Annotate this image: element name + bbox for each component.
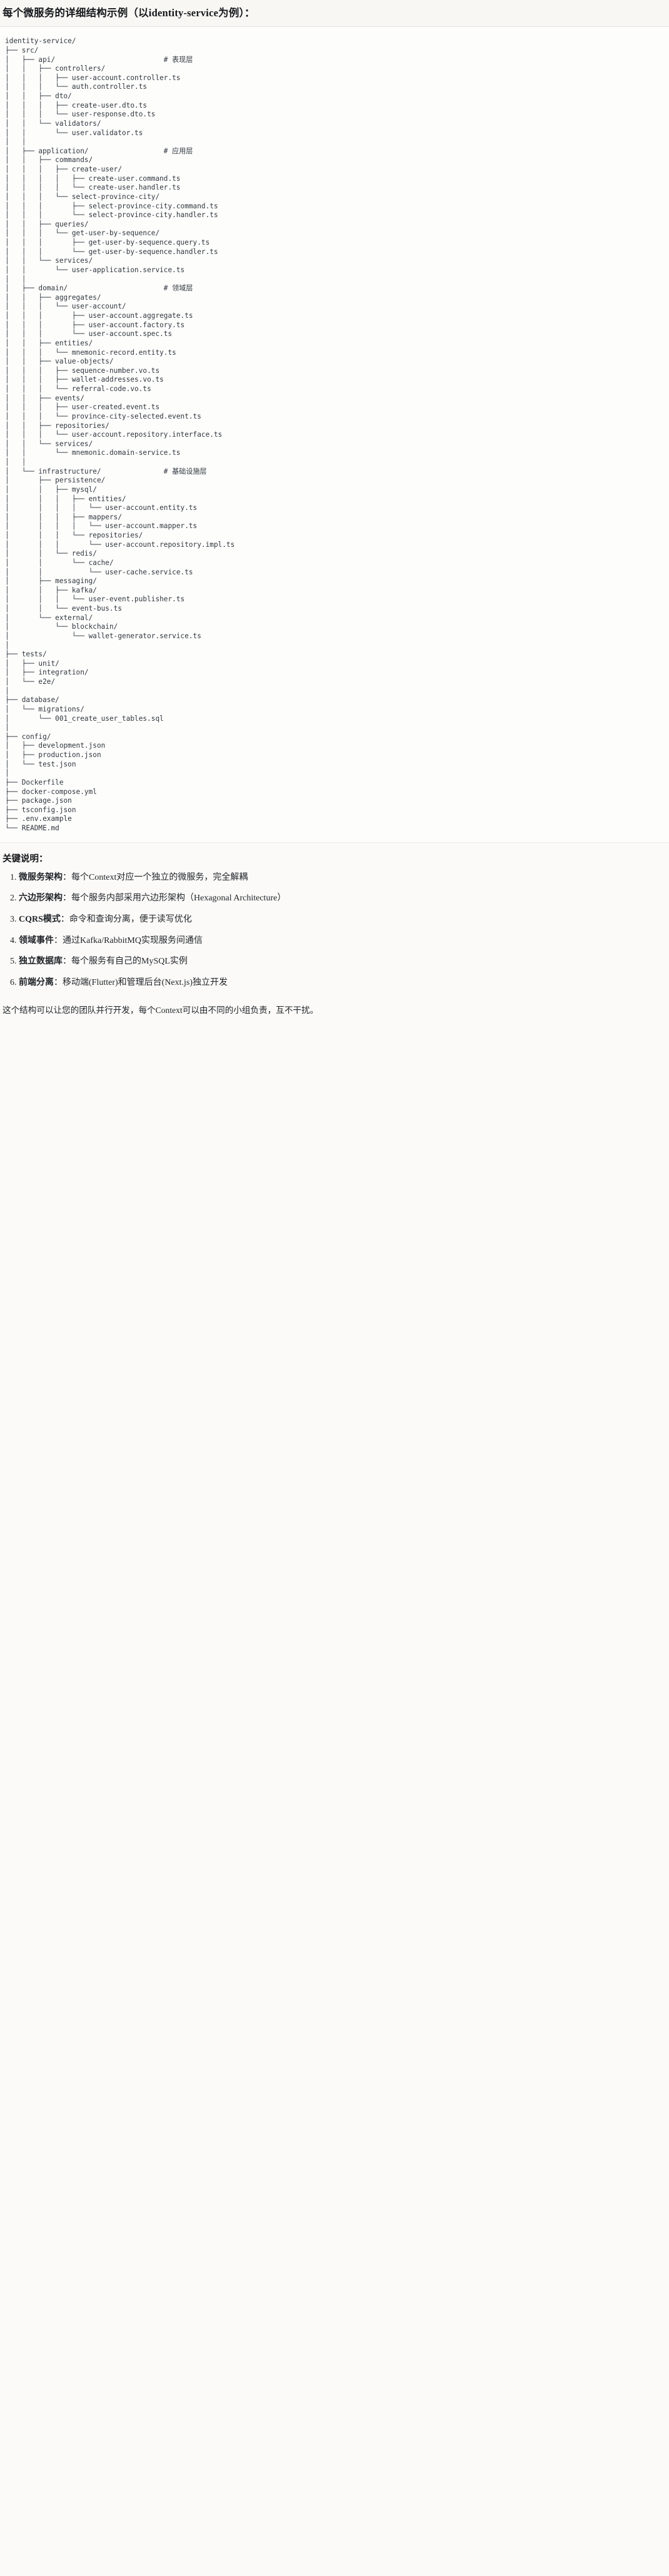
key-points-section: 关键说明： 微服务架构：每个Context对应一个独立的微服务，完全解耦六边形架…: [0, 842, 669, 1001]
key-point-item: 领域事件：通过Kafka/RabbitMQ实现服务间通信: [19, 934, 661, 948]
directory-tree-text: identity-service/ ├── src/ │ ├── api/ # …: [5, 37, 235, 833]
key-point-description: 通过Kafka/RabbitMQ实现服务间通信: [63, 935, 203, 945]
key-point-item: 前端分离：移动端(Flutter)和管理后台(Next.js)独立开发: [19, 976, 661, 990]
key-point-description: 移动端(Flutter)和管理后台(Next.js)独立开发: [63, 978, 228, 988]
key-point-term: CQRS模式: [19, 915, 61, 925]
directory-tree: identity-service/ ├── src/ │ ├── api/ # …: [5, 37, 664, 833]
key-point-item: 六边形架构：每个服务内部采用六边形架构（Hexagonal Architectu…: [19, 892, 661, 905]
key-point-separator: ：: [54, 935, 63, 945]
closing-paragraph: 这个结构可以让您的团队并行开发，每个Context可以由不同的小组负责，互不干扰…: [3, 1005, 319, 1015]
key-point-description: 命令和查询分离，便于读写优化: [69, 915, 192, 925]
key-point-description: 每个服务内部采用六边形架构（Hexagonal Architecture）: [71, 893, 286, 904]
key-points-list: 微服务架构：每个Context对应一个独立的微服务，完全解耦六边形架构：每个服务…: [3, 871, 661, 990]
key-point-item: 微服务架构：每个Context对应一个独立的微服务，完全解耦: [19, 871, 661, 885]
key-point-item: CQRS模式：命令和查询分离，便于读写优化: [19, 913, 661, 927]
page-title: 每个微服务的详细结构示例（以identity-service为例）：: [0, 0, 669, 28]
key-point-separator: ：: [63, 957, 71, 967]
key-point-description: 每个Context对应一个独立的微服务，完全解耦: [71, 872, 248, 882]
key-point-separator: ：: [54, 978, 63, 988]
key-point-separator: ：: [63, 872, 71, 882]
key-point-description: 每个服务有自己的MySQL实例: [71, 957, 188, 967]
key-point-term: 前端分离: [19, 978, 54, 988]
page-root: 每个微服务的详细结构示例（以identity-service为例）： ident…: [0, 0, 669, 1029]
key-point-item: 独立数据库：每个服务有自己的MySQL实例: [19, 955, 661, 969]
key-points-title: 关键说明：: [3, 853, 48, 864]
key-point-separator: ：: [63, 893, 71, 904]
key-point-term: 微服务架构: [19, 872, 63, 882]
key-point-term: 领域事件: [19, 935, 54, 945]
key-point-term: 六边形架构: [19, 893, 63, 904]
key-point-term: 独立数据库: [19, 957, 63, 967]
key-point-separator: ：: [60, 915, 69, 925]
code-block-directory-tree: identity-service/ ├── src/ │ ├── api/ # …: [0, 27, 669, 843]
